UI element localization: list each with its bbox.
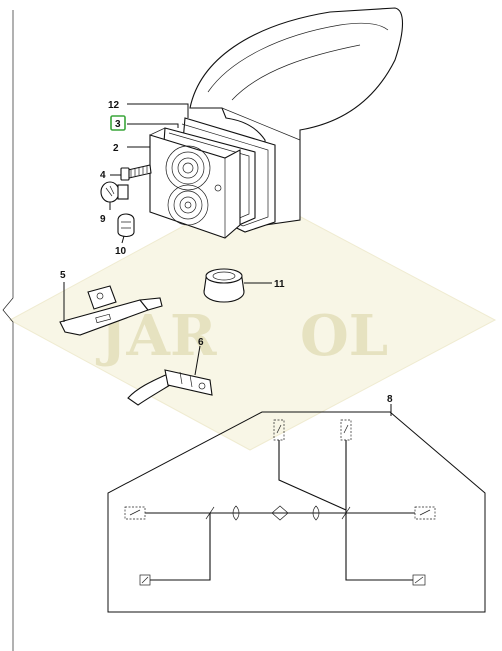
callout-2[interactable]: 2 — [113, 143, 119, 154]
callout-5[interactable]: 5 — [60, 270, 66, 281]
grommet — [203, 268, 245, 303]
callout-11[interactable]: 11 — [274, 279, 285, 290]
mounting-bracket — [59, 285, 163, 336]
wiring-harness-box — [107, 411, 486, 613]
connector-top-left — [273, 419, 285, 441]
callout-3[interactable]: 3 — [115, 119, 121, 130]
callout-10[interactable]: 10 — [115, 246, 127, 257]
lamp-lens — [149, 127, 241, 239]
callout-4[interactable]: 4 — [100, 170, 106, 181]
left-bracket-line — [2, 10, 14, 651]
fender-panel — [189, 7, 404, 226]
callout-6[interactable]: 6 — [198, 337, 204, 348]
leader-lines — [63, 103, 392, 416]
connector-bottom-right — [412, 574, 426, 586]
callout-9[interactable]: 9 — [100, 214, 106, 225]
watermark-text-right: OL — [300, 303, 388, 369]
screw — [120, 164, 152, 181]
callout-3-highlight — [110, 115, 126, 131]
callout-12[interactable]: 12 — [108, 100, 120, 111]
connector-top-right — [340, 419, 352, 441]
wiring-harness — [124, 419, 436, 586]
mounting-clip — [127, 369, 213, 406]
connector-bottom-left — [139, 574, 151, 586]
connector-right — [414, 506, 436, 520]
bulb — [100, 181, 129, 203]
callout-labels: 12 3 2 4 9 10 11 5 6 8 — [60, 100, 393, 405]
callout-8[interactable]: 8 — [387, 394, 393, 405]
bulb-holder — [117, 213, 135, 238]
connector-left — [124, 506, 146, 520]
watermark-diamond — [8, 189, 497, 451]
